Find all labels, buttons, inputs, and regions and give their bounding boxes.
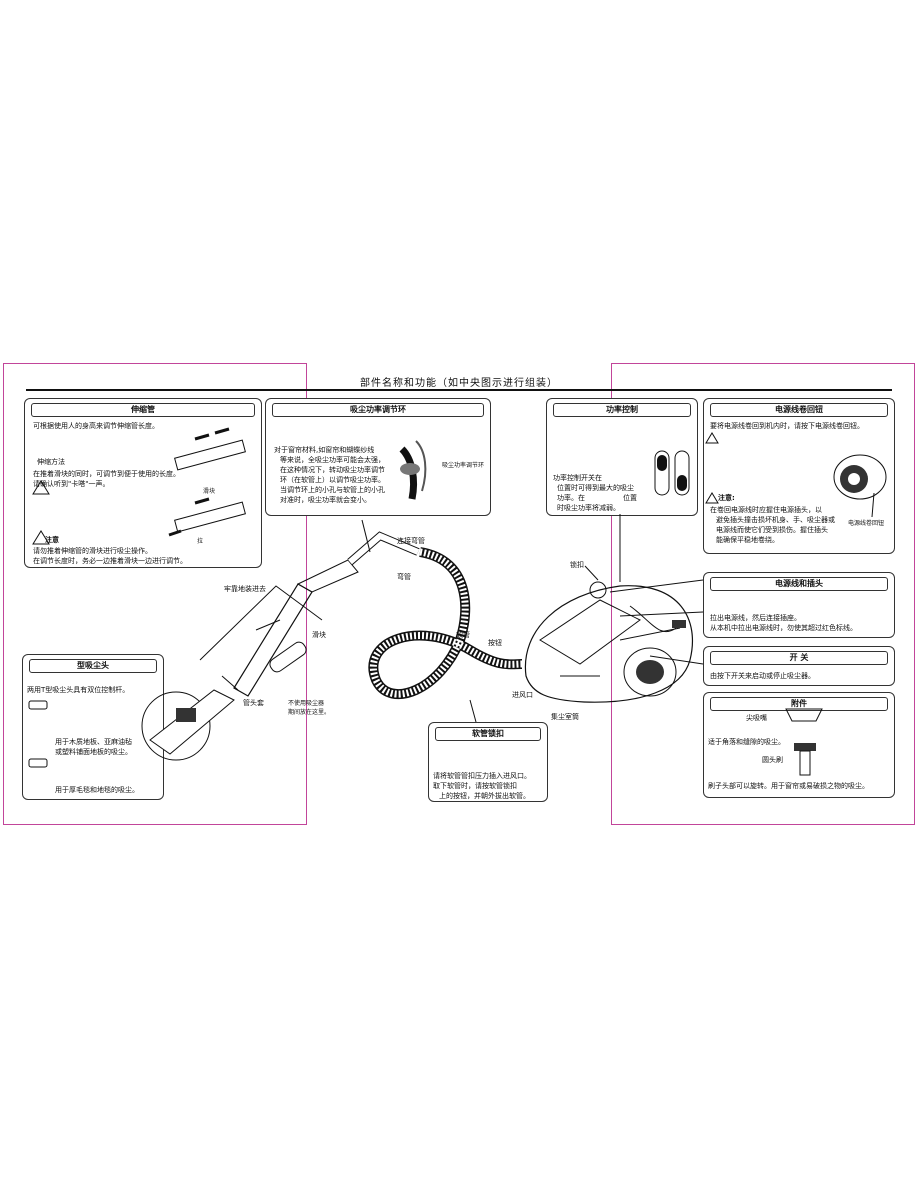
label-push-in: 牢靠地装进去 [224, 585, 266, 593]
hose-lock-p2: 取下软管时，请按软管锁扣 [433, 782, 517, 790]
telescopic-line1: 可根据使用人的身高来调节伸缩管长度。 [33, 422, 159, 430]
accessories-brush: 圆头刷 [762, 756, 783, 764]
hose-lock-p1: 请将软管管扣压力插入进风口。 [433, 772, 531, 780]
tube-cover [269, 641, 307, 673]
suction-ring-p4: 环（在软管上）以调节吸尘功率。 [280, 476, 385, 484]
floor-nozzle-box: 型吸尘头 两用T型吸尘头具有双位控制杆。 用于木质地板、亚麻油毡 或塑料铺面地板… [22, 654, 164, 800]
telescopic-illustration [32, 427, 246, 545]
title-rule [26, 389, 892, 391]
power-control-box: 功率控制 功率控制开关在 位置时可得到最大的吸尘 功率。在 位置 时吸尘功率将减… [546, 398, 698, 516]
power-control-p2: 位置时可得到最大的吸尘 [557, 484, 634, 492]
suction-ring-p5: 当调节环上的小孔与软管上的小孔 [280, 486, 385, 494]
hose-lock-p3: 上的按钮，并朝外拔出软管。 [439, 792, 530, 800]
power-cord [629, 605, 677, 633]
label-button: 按钮 [488, 639, 502, 647]
push-in-bracket [199, 585, 323, 661]
cord-plug-heading: 电源线和插头 [710, 577, 888, 591]
bent-pipe [347, 531, 420, 566]
label-tube-cover: 管头套 [243, 699, 264, 707]
cord-plug-p1: 拉出电源线，然后连接插座。 [710, 614, 801, 622]
label-lock: 锁扣 [570, 561, 584, 569]
leader-lines [361, 514, 704, 723]
suction-ring-illustration [399, 440, 427, 500]
cord-rewind-p1: 要将电源线卷回到机内时，请按下电源线卷回钮。 [710, 422, 864, 430]
suction-ring-p6: 对准时，吸尘功率就会变小。 [280, 496, 371, 504]
label-tube-note2: 期间放在这里。 [288, 709, 331, 716]
cord-rewind-c4: 能确保平稳地卷绕。 [716, 536, 779, 544]
floor-nozzle-p4: 用于厚毛毯和地毯的吸尘。 [55, 786, 139, 794]
page-title: 部件名称和功能（如中央图示进行组装） [360, 378, 558, 389]
cord-rewind-caution: 注意: [718, 494, 735, 502]
warning-triangle-icon [32, 530, 50, 545]
power-control-heading: 功率控制 [553, 403, 691, 417]
label-tube-note1: 不使用吸尘器 [288, 700, 325, 707]
telescopic-caution: 注意 [45, 536, 59, 544]
switch-p1: 由按下开关来启动或停止吸尘器。 [710, 672, 815, 680]
floor-nozzle-heading: 型吸尘头 [29, 659, 157, 673]
cord-rewind-box: 电源线卷回钮 要将电源线卷回到机内时，请按下电源线卷回钮。 注意: 在卷回电源线… [703, 398, 895, 554]
suction-ring-box: 吸尘功率调节环 对于窗帘材料,如窗帘和蝴蝶纱线 等来说，全吸尘功率可能会太强， … [265, 398, 491, 516]
accessories-heading: 附件 [710, 697, 888, 711]
plug-icon [672, 620, 686, 628]
telescopic-box: 伸缩管 可根据使用人的身高来调节伸缩管长度。 伸缩方法 在推着滑块的同时，可调节… [24, 398, 262, 568]
label-air-inlet: 进风口 [512, 691, 533, 699]
suction-ring-p3: 在这种情况下，转动吸尘功率调节 [280, 466, 385, 474]
cord-rewind-illustration [705, 432, 887, 518]
label-bent-pipe: 弯管 [397, 573, 411, 581]
left-crop-frame [3, 363, 307, 825]
power-control-p5: 时吸尘功率将减弱。 [557, 504, 620, 512]
floor-nozzle-p2: 用于木质地板、亚麻油毡 [55, 738, 132, 746]
floor-nozzle-p3: 或塑料铺面地板的吸尘。 [55, 748, 132, 756]
label-connect-bent: 连接弯管 [397, 537, 425, 545]
switch-box: 开 关 由按下开关来启动或停止吸尘器。 [703, 646, 895, 686]
cord-rewind-c2: 避免插头撞击损坏机身、手、吸尘器或 [716, 516, 835, 524]
telescopic-method: 伸缩方法 [37, 458, 65, 466]
hose-lock-heading: 软管锁扣 [435, 727, 541, 741]
accessories-p1: 适于角落和缝隙的吸尘。 [708, 738, 785, 746]
cord-rewind-c1: 在卷回电源线时应握住电源插头，以 [710, 506, 822, 514]
cord-rewind-heading: 电源线卷回钮 [710, 403, 888, 417]
power-control-p3: 功率。在 [557, 494, 585, 502]
telescopic-line3: 请确认听到"卡嗒"一声。 [33, 480, 110, 488]
floor-nozzle [141, 675, 239, 761]
suction-ring-p1: 对于窗帘材料,如窗帘和蝴蝶纱线 [274, 446, 375, 454]
floor-nozzle-p1: 两用T型吸尘头具有双位控制杆。 [27, 686, 130, 694]
warning-triangle-icon [705, 492, 719, 504]
label-hose: 软管 [456, 631, 470, 639]
label-dust-box: 集尘室筒 [551, 713, 579, 721]
cord-plug-box: 电源线和插头 拉出电源线，然后连接插座。 从本机中拉出电源线时，勿使其超过红色标… [703, 572, 895, 638]
floor-nozzle-icons [28, 700, 48, 768]
telescopic-caution2: 在调节长度时，务必一边推着滑块一边进行调节。 [33, 557, 187, 565]
telescopic-pull-label: 拉 [197, 538, 204, 545]
suction-ring-p2: 等来说，全吸尘功率可能会太强， [280, 456, 385, 464]
hose [368, 547, 523, 700]
warning-triangle-icon [705, 432, 719, 444]
suction-ring-heading: 吸尘功率调节环 [272, 403, 484, 417]
switch-heading: 开 关 [710, 651, 888, 665]
right-crop-frame [611, 363, 915, 825]
telescopic-slider-label: 滑块 [203, 488, 216, 495]
accessories-p2: 刷子头部可以旋转。用于窗帘或易破损之物的吸尘。 [708, 782, 869, 790]
telescopic-tube [233, 559, 359, 697]
hose-lock-box: 软管锁扣 请将软管管扣压力插入进风口。 取下软管时，请按软管锁扣 上的按钮，并朝… [428, 722, 548, 802]
cord-plug-p2: 从本机中拉出电源线时，勿使其超过红色标线。 [710, 624, 857, 632]
power-control-p1: 功率控制开关在 [553, 474, 602, 482]
telescopic-caution1: 请勿推着伸缩管的滑块进行吸尘操作。 [33, 547, 152, 555]
cord-rewind-c3: 电源线而使它们受到损伤。握住插头 [716, 526, 828, 534]
accessories-box: 附件 尖吸嘴 适于角落和缝隙的吸尘。 圆头刷 刷子头部可以旋转。用于窗帘或易破损… [703, 692, 895, 798]
power-control-switch-illustration [654, 450, 690, 496]
cord-rewind-button-label: 电源线卷回钮 [848, 520, 885, 527]
accessories-illustration [785, 708, 823, 776]
power-control-p4: 位置 [623, 494, 637, 502]
vacuum-body [524, 581, 694, 703]
label-slider: 滑块 [312, 631, 326, 639]
suction-ring-label: 吸尘功率调节环 [442, 462, 485, 469]
accessories-crevice: 尖吸嘴 [746, 714, 767, 722]
telescopic-heading: 伸缩管 [31, 403, 255, 417]
telescopic-line2: 在推着滑块的同时，可调节到便于使用的长度。 [33, 470, 180, 478]
warning-triangle-icon [32, 480, 50, 495]
